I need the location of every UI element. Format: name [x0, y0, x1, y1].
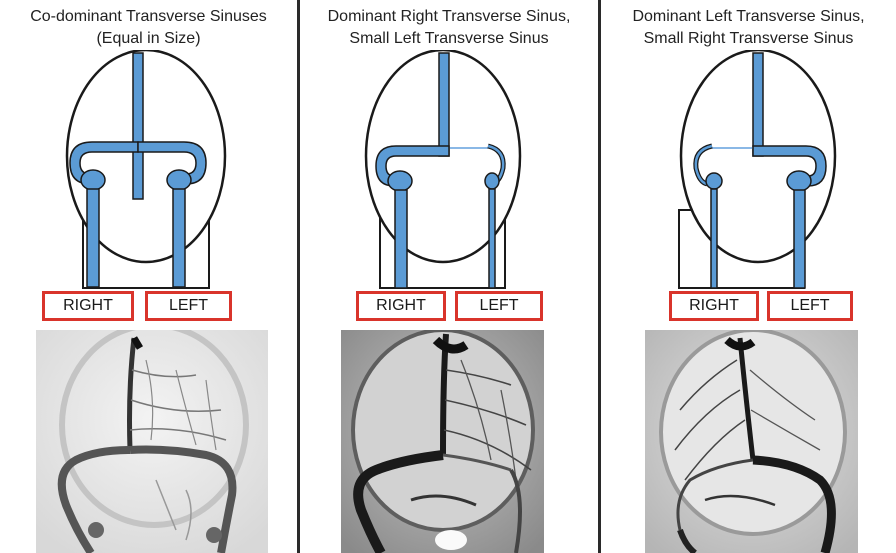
panel-title-line2: (Equal in Size) — [0, 28, 297, 50]
jugular-left — [173, 189, 185, 287]
right-label: RIGHT — [356, 291, 446, 321]
angiogram-image — [341, 330, 544, 553]
right-label: RIGHT — [42, 291, 134, 321]
sagittal-sinus — [439, 53, 449, 156]
jugular-right — [87, 189, 99, 287]
jugular-right — [711, 189, 717, 288]
head-diagram — [300, 50, 598, 290]
sigmoid-right — [81, 170, 105, 190]
head-diagram — [601, 50, 896, 290]
panel-dominant-left: Dominant Left Transverse Sinus, Small Ri… — [601, 0, 896, 553]
jugular-left — [794, 190, 805, 288]
sigmoid-left — [787, 171, 811, 191]
panel-title-line1: Dominant Right Transverse Sinus, — [300, 6, 598, 28]
jugular-left — [489, 189, 495, 288]
jugular-right — [395, 190, 407, 288]
panel-title: Co-dominant Transverse Sinuses (Equal in… — [0, 6, 297, 50]
left-label: LEFT — [455, 291, 543, 321]
panel-title-line2: Small Right Transverse Sinus — [601, 28, 896, 50]
sagittal-sinus — [753, 53, 763, 156]
angiogram-image — [645, 330, 858, 553]
panel-title-line1: Co-dominant Transverse Sinuses — [0, 6, 297, 28]
left-label: LEFT — [767, 291, 853, 321]
panel-title: Dominant Left Transverse Sinus, Small Ri… — [601, 6, 896, 50]
left-label: LEFT — [145, 291, 232, 321]
panel-title: Dominant Right Transverse Sinus, Small L… — [300, 6, 598, 50]
angiogram-image — [36, 330, 268, 553]
right-label: RIGHT — [669, 291, 759, 321]
sigmoid-right — [706, 173, 722, 189]
head-diagram — [0, 50, 297, 290]
sigmoid-left — [485, 173, 499, 189]
panel-title-line2: Small Left Transverse Sinus — [300, 28, 598, 50]
panel-title-line1: Dominant Left Transverse Sinus, — [601, 6, 896, 28]
sagittal-sinus — [133, 53, 143, 199]
panel-dominant-right: Dominant Right Transverse Sinus, Small L… — [300, 0, 598, 553]
sigmoid-left — [167, 170, 191, 190]
panel-codominant: Co-dominant Transverse Sinuses (Equal in… — [0, 0, 297, 553]
sigmoid-right — [388, 171, 412, 191]
